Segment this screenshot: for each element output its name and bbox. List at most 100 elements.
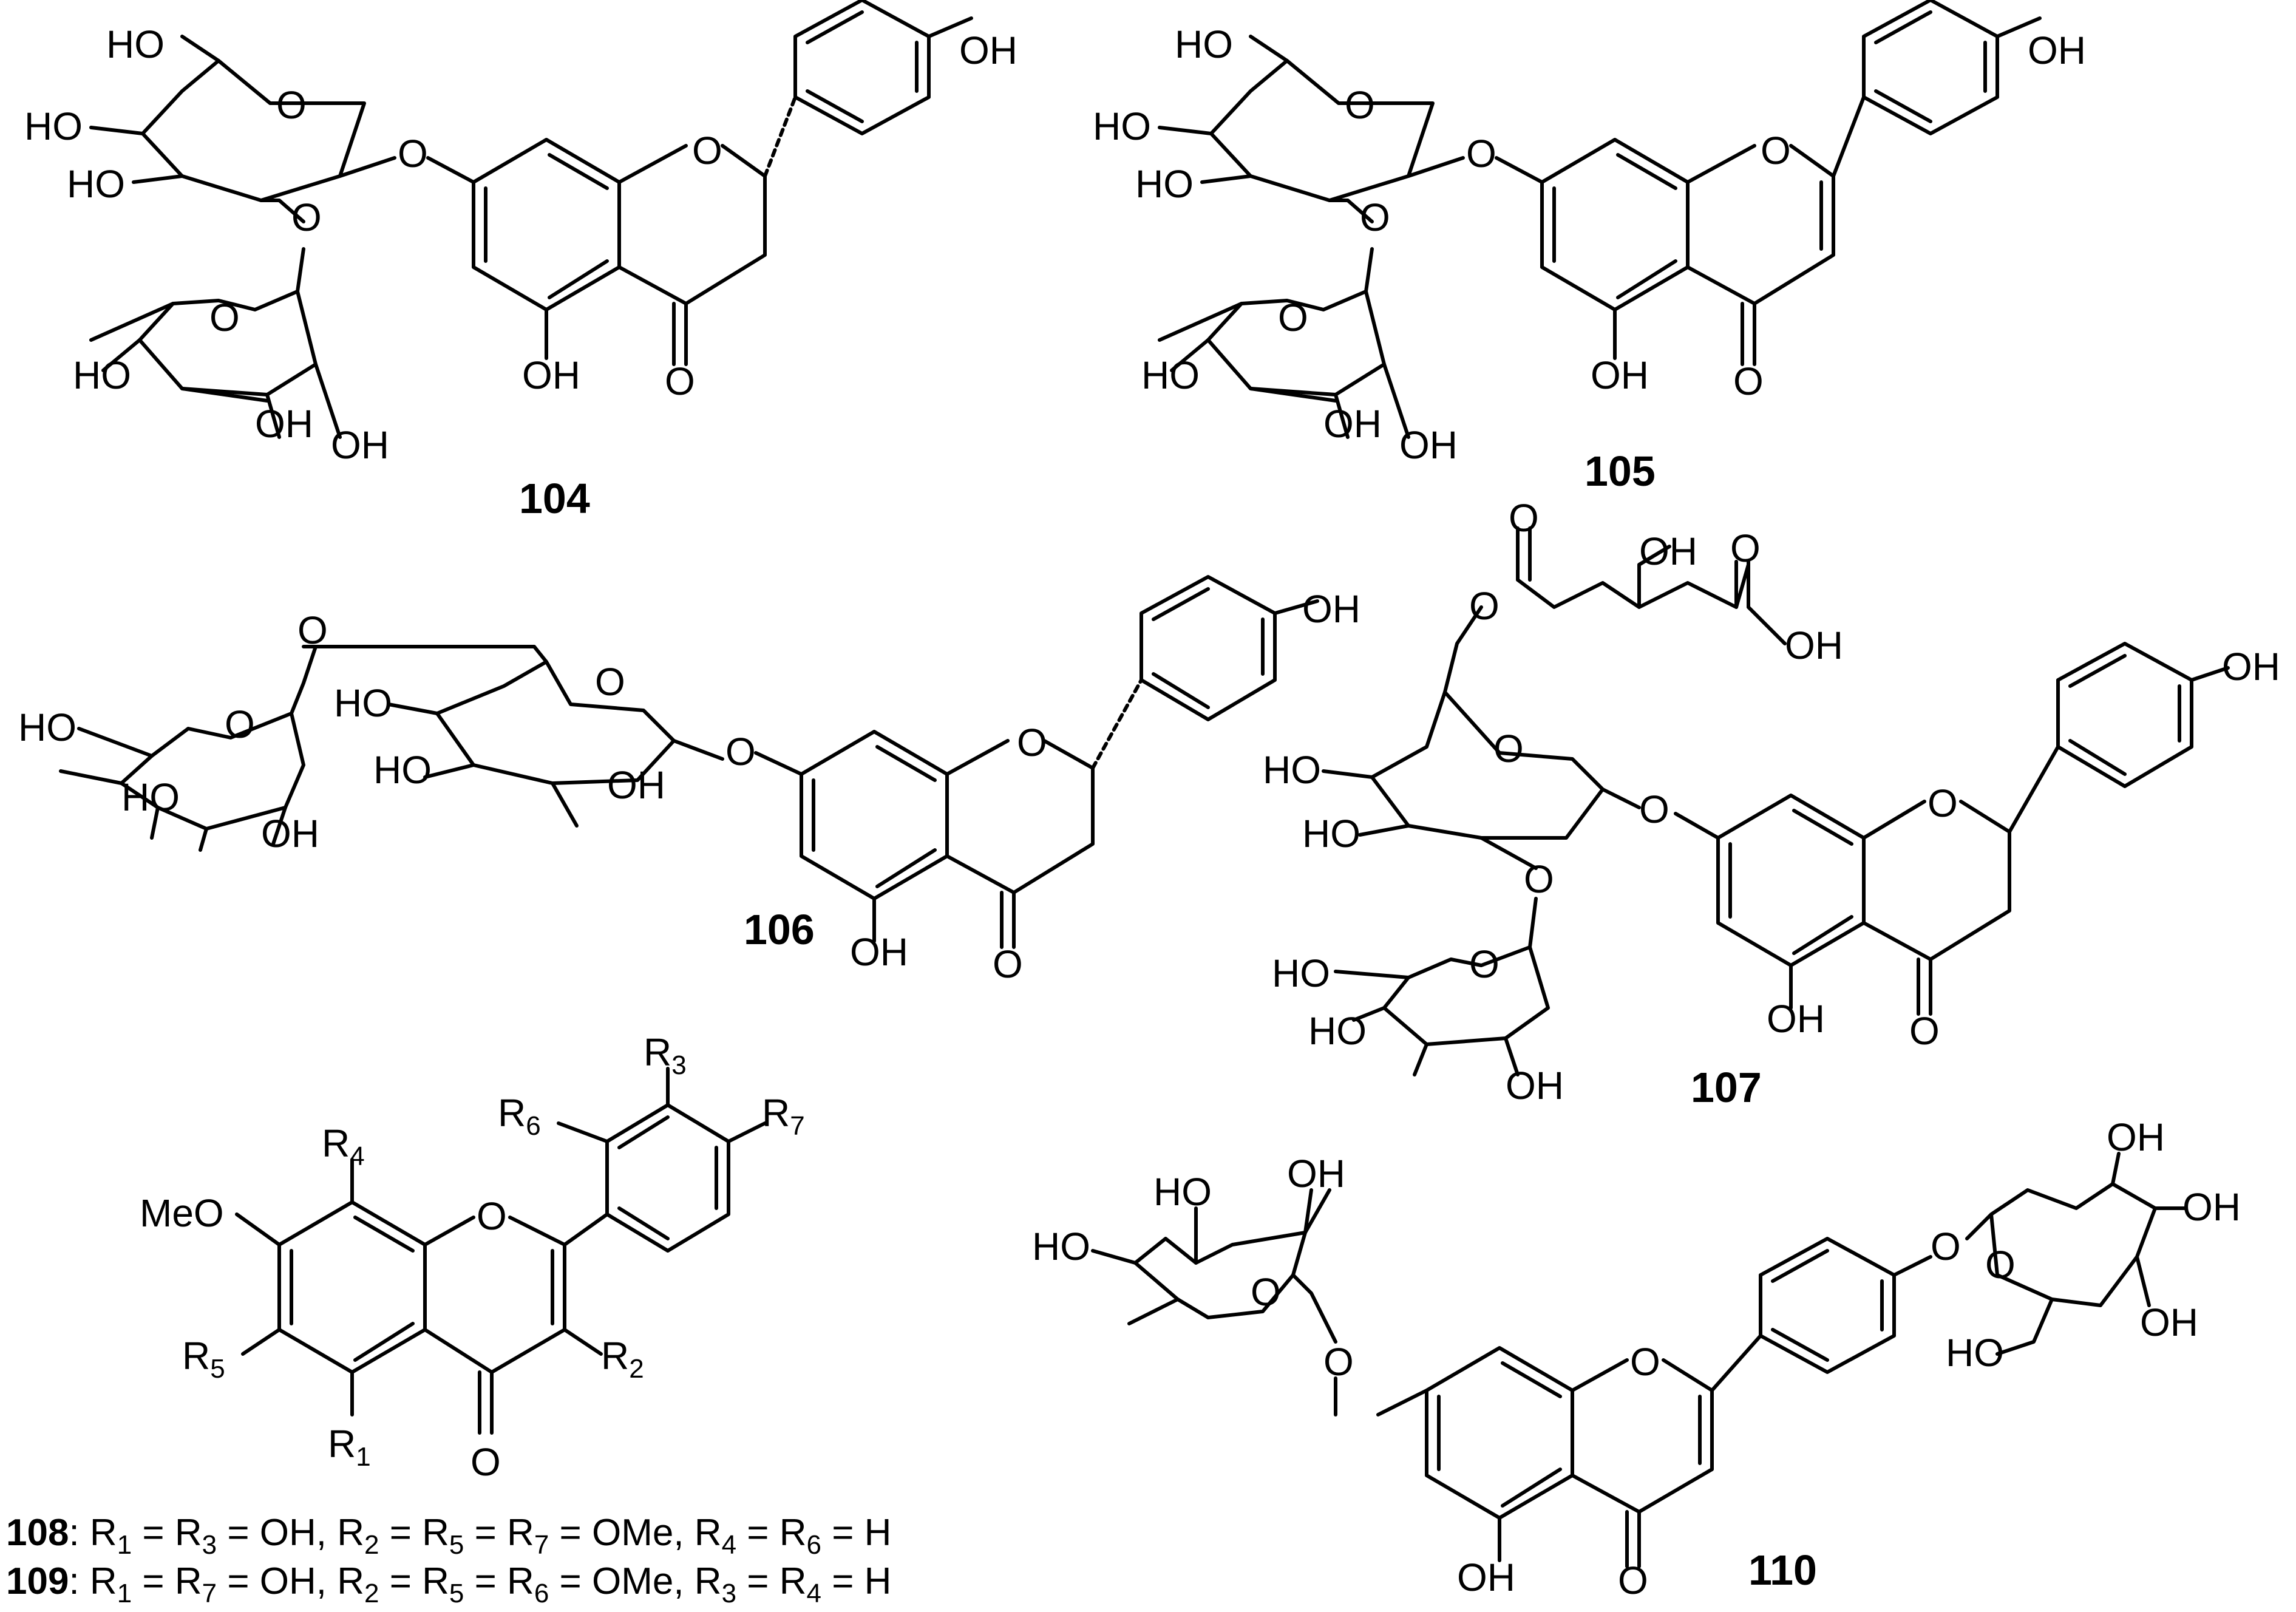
oh-b-label: OH (2028, 29, 2086, 72)
o-rham-label: O (209, 296, 240, 339)
o-acid-co-label: O (1730, 526, 1761, 570)
oh-rh2-label: OH (1399, 423, 1458, 467)
oh-g3-label: OH (2182, 1185, 2241, 1229)
ho-rh4-label: HO (1272, 951, 1330, 995)
o-ester-co-label: O (1509, 496, 1539, 540)
compound-106: O O HO HO OH HO HO OH O O O OH O OH 106 (18, 575, 1360, 986)
ho-glc4-label: HO (334, 681, 392, 725)
compound-108-109-bonds (235, 1067, 767, 1435)
o-4p-label: O (1931, 1225, 1961, 1268)
footnote-108: 108: R1 = R3 = OH, R2 = R5 = R7 = OMe, R… (6, 1512, 891, 1560)
ho-glc4-label: HO (1263, 748, 1321, 792)
o-4-label: O (1618, 1559, 1648, 1602)
oh-b-label: OH (2222, 645, 2280, 689)
o-rham-label: O (1469, 942, 1500, 986)
o-c1-label: O (692, 129, 722, 172)
oh-rh2-label: OH (1287, 1152, 1345, 1195)
ho-ch2-label: HO (1946, 1331, 2004, 1375)
o-4-label: O (993, 942, 1023, 986)
oh-rh3-label: OH (255, 402, 313, 446)
o-link-label: O (297, 608, 328, 652)
o-4-label: O (1909, 1009, 1940, 1053)
r6-label: R6 (498, 1091, 541, 1141)
compound-id: 106 (744, 906, 815, 953)
compound-104: HO HO HO O O O O HO OH OH O OH O OH 104 (24, 0, 1017, 522)
oh-rh2-label: OH (261, 812, 319, 855)
o-ester-label: O (1469, 584, 1500, 628)
r4-label: R4 (322, 1121, 365, 1171)
ho-rh4-label: HO (1032, 1225, 1090, 1268)
compound-105-bonds (1158, 0, 2042, 439)
o-rham-label: O (1278, 296, 1308, 339)
ho-rh3-label: HO (1308, 1009, 1367, 1053)
compound-107: O O OH O OH HO HO O O O O HO HO OH O OH … (1263, 496, 2280, 1111)
oh-rh3-label: OH (1323, 402, 1382, 446)
r2-label: R2 (601, 1334, 644, 1384)
compound-107-bonds (1322, 526, 2230, 1076)
footnote-109: 109: R1 = R7 = OH, R2 = R5 = R6 = OMe, R… (6, 1560, 891, 1608)
o-21-label: O (291, 196, 322, 239)
o-glyc-label: O (1639, 787, 1669, 831)
o-c1-label: O (477, 1194, 507, 1238)
footnote-109-text: 109: R1 = R7 = OH, R2 = R5 = R6 = OMe, R… (6, 1560, 891, 1608)
o-ring-label: O (276, 83, 307, 127)
compound-110-bonds (1091, 1152, 2187, 1568)
r5-label: R5 (182, 1334, 225, 1384)
o-glyc-label: O (1466, 132, 1496, 175)
oh-5-label: OH (1591, 353, 1649, 397)
ho-rh3-label: HO (121, 775, 180, 819)
o-c1-label: O (1017, 721, 1047, 764)
oh-glc2-label: OH (607, 763, 665, 807)
ho-rh4-label: HO (73, 353, 131, 397)
ho-ch2-label: HO (1175, 22, 1233, 66)
compound-id: 104 (519, 475, 590, 522)
o-4-label: O (470, 1440, 501, 1484)
compound-106-bonds (59, 575, 1319, 949)
ho-rh4-label: HO (1141, 353, 1200, 397)
r1-label: R1 (328, 1422, 371, 1472)
o-rham-label: O (225, 702, 255, 746)
o-c1-label: O (1927, 781, 1958, 825)
ho-glc4-label: HO (24, 104, 83, 148)
oh-acid-label: OH (1785, 624, 1843, 667)
oh-b-label: OH (1302, 587, 1360, 631)
o-ring-label: O (1493, 727, 1524, 770)
r3-label: R3 (644, 1030, 687, 1080)
o-glyc-label: O (398, 132, 428, 175)
ho-ch2-label: HO (106, 22, 165, 66)
o-rham-label: O (1251, 1270, 1281, 1314)
ho-glc4-label: HO (1093, 104, 1151, 148)
o-4-label: O (665, 359, 695, 403)
compound-105: HO HO HO O O O O HO OH OH O OH O OH 105 (1093, 0, 2086, 495)
ho-rh4-label: HO (18, 706, 76, 749)
o-ring-label: O (1345, 83, 1375, 127)
oh-rh2-label: OH (331, 423, 389, 467)
ho-glc3-label: HO (67, 162, 125, 206)
oh-5-label: OH (850, 930, 908, 974)
r7-label: R7 (762, 1091, 805, 1141)
oh-g4-label: OH (2140, 1301, 2198, 1344)
oh-5-label: OH (522, 353, 580, 397)
compound-id: 110 (1748, 1546, 1817, 1594)
o-ring-label: O (595, 660, 625, 704)
oh-5-label: OH (1457, 1556, 1515, 1599)
footnote-108-text: 108: R1 = R3 = OH, R2 = R5 = R7 = OMe, R… (6, 1512, 891, 1560)
compound-110: HO OH HO O O O OH O O O OH OH OH HO 110 (1032, 1115, 2241, 1602)
oh-rh2-label: OH (1506, 1064, 1564, 1107)
meo-label: MeO (140, 1191, 224, 1235)
oh-5-label: OH (1767, 997, 1825, 1041)
oh-b-label: OH (959, 29, 1017, 72)
o-c1-label: O (1630, 1340, 1660, 1384)
o-glc-ring-label: O (1985, 1243, 2016, 1287)
o-glyc-label: O (725, 730, 756, 774)
ho-glc3-label: HO (1135, 162, 1194, 206)
compound-104-bonds (89, 0, 973, 439)
compound-id: 107 (1691, 1064, 1762, 1111)
compound-id: 105 (1584, 447, 1656, 495)
o-4-label: O (1733, 359, 1764, 403)
o-21-label: O (1524, 857, 1554, 901)
oh-c3-label: OH (1639, 529, 1697, 573)
ho-glc3-label: HO (1302, 812, 1360, 855)
ho-glc3-label: HO (373, 748, 432, 792)
